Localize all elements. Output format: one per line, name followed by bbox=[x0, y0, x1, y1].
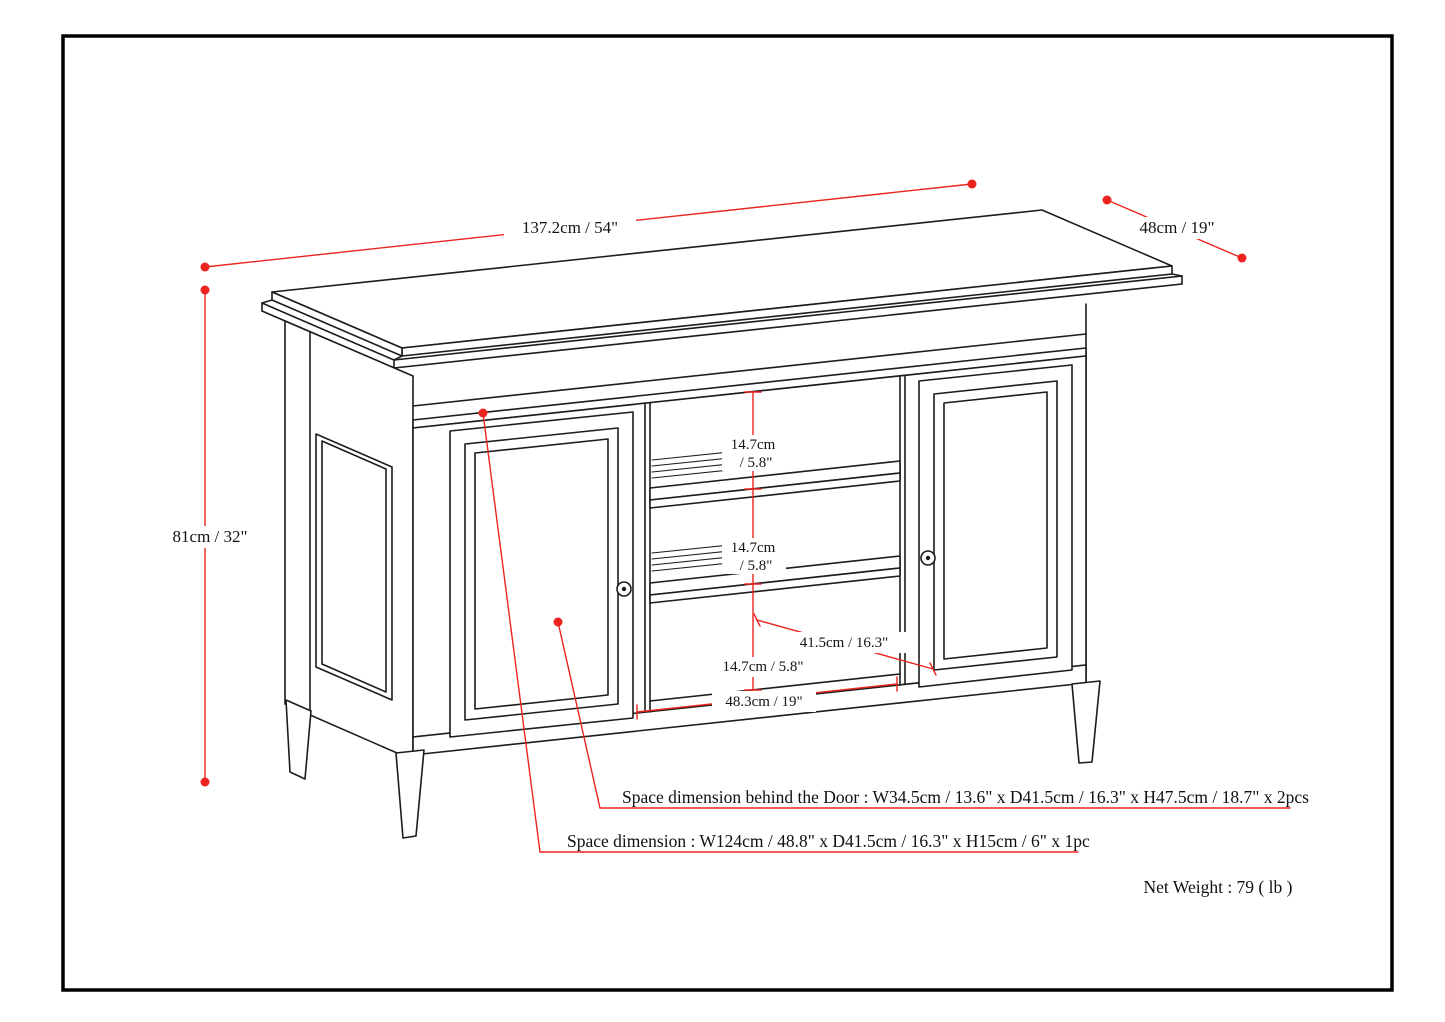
cabinet-floor-edge bbox=[649, 673, 901, 702]
middle-gap-label-in: / 5.8" bbox=[740, 558, 773, 574]
open-shelf-leader-line bbox=[482, 412, 1079, 853]
back-left-leg bbox=[285, 699, 312, 780]
page-border bbox=[61, 34, 1394, 992]
dimension-dots bbox=[200, 179, 1247, 787]
top-width-label: 137.2cm / 54" bbox=[522, 218, 618, 237]
top-depth-label: 48cm / 19" bbox=[1140, 218, 1215, 237]
upper-gap-label-cm: 14.7cm bbox=[731, 437, 776, 453]
dimension-dot bbox=[1237, 253, 1247, 263]
bottom-gap-label: 14.7cm / 5.8" bbox=[722, 659, 803, 675]
furniture-drawing bbox=[261, 209, 1183, 839]
dimension-dot bbox=[200, 777, 210, 787]
notes: Space dimension behind the Door : W34.5c… bbox=[567, 787, 1309, 897]
right-door bbox=[918, 364, 1073, 688]
front-right-leg bbox=[1071, 680, 1101, 764]
top-surface bbox=[271, 209, 1173, 349]
dimension-dot bbox=[200, 285, 210, 295]
behind-door-note: Space dimension behind the Door : W34.5c… bbox=[622, 787, 1309, 807]
dimension-labels: 137.2cm / 54" 48cm / 19" 81cm / 32" 14.7… bbox=[166, 216, 1224, 712]
upper-gap-label-in: / 5.8" bbox=[740, 455, 773, 471]
behind-door-leader-line bbox=[557, 621, 1291, 809]
back-panel-edge bbox=[412, 333, 1087, 407]
dimension-dot bbox=[200, 262, 210, 272]
dimension-dot bbox=[1102, 195, 1112, 205]
height-label: 81cm / 32" bbox=[173, 527, 248, 546]
behind-door-leader-dot bbox=[553, 617, 563, 627]
open-shelf-leader-dot bbox=[478, 408, 488, 418]
front-left-leg bbox=[395, 749, 425, 839]
left-side-panel bbox=[284, 320, 414, 761]
middle-gap-label-cm: 14.7cm bbox=[731, 540, 776, 556]
center-width-label: 48.3cm / 19" bbox=[725, 694, 802, 710]
left-door bbox=[449, 411, 634, 738]
open-shelf-note: Space dimension : W124cm / 48.8" x D41.5… bbox=[567, 831, 1090, 851]
dimension-dot bbox=[967, 179, 977, 189]
net-weight-note: Net Weight : 79 ( lb ) bbox=[1144, 877, 1293, 897]
interior-depth-label: 41.5cm / 16.3" bbox=[800, 635, 889, 651]
left-side-recessed-panel bbox=[315, 433, 393, 701]
